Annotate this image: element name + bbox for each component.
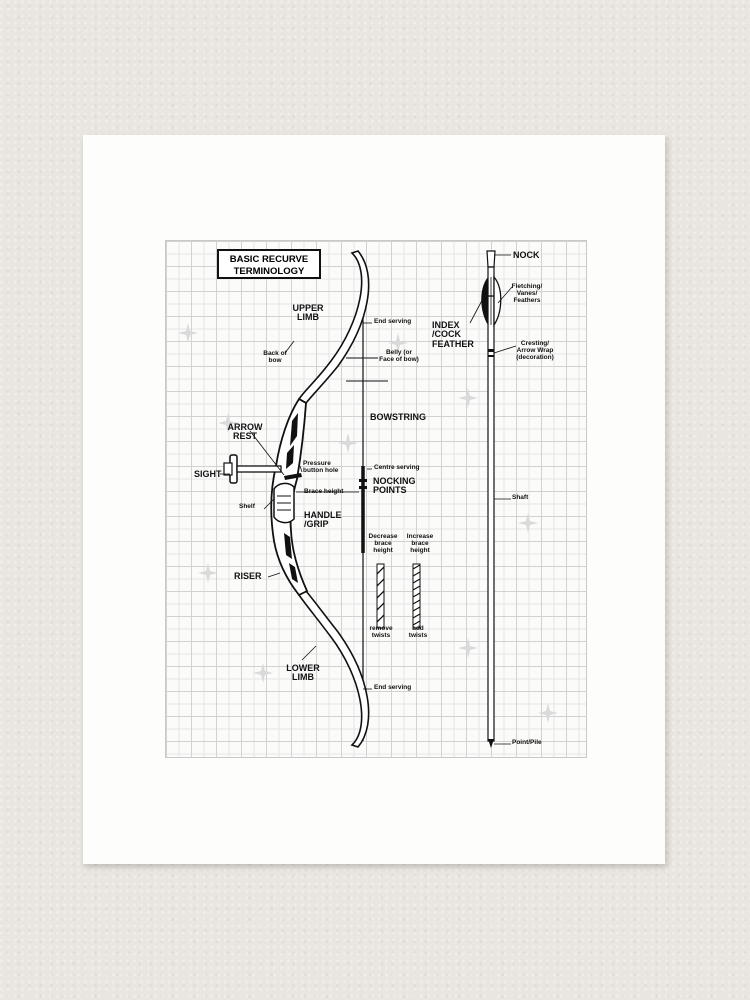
- label-riser: RISER: [234, 571, 262, 581]
- label-cresting: Cresting/ Arrow Wrap (decoration): [516, 340, 554, 361]
- index-feather: [481, 277, 488, 325]
- label-end-serving-bottom: End serving: [374, 684, 412, 691]
- label-remove-twists: remove twists: [369, 625, 393, 639]
- poster-title: BASIC RECURVE TERMINOLOGY: [217, 249, 321, 279]
- label-nocking-points: NOCKING POINTS: [373, 476, 416, 496]
- fletching-feather: [493, 275, 502, 328]
- bow-arrow-drawing: [178, 250, 558, 748]
- label-sight: SIGHT: [194, 469, 222, 479]
- nocking-point-mark: [359, 486, 367, 489]
- nocking-point-mark: [359, 479, 367, 482]
- label-point-pile: Point/Pile: [512, 739, 542, 746]
- label-centre-serving: Centre serving: [374, 464, 420, 471]
- arrow-nock: [486, 250, 496, 268]
- label-handle-grip: HANDLE /GRIP: [304, 510, 342, 530]
- label-increase-brace-height: Increase brace height: [406, 533, 434, 554]
- arrow-rest-shape: [284, 473, 302, 480]
- arrow-shaft: [487, 295, 495, 742]
- leader-lines: [220, 254, 517, 745]
- label-pressure-button-hole: Pressure button hole: [303, 460, 339, 474]
- grid-sparkles: [178, 323, 558, 723]
- label-fletching: Fletching/ Vanes/ Feathers: [511, 283, 543, 304]
- label-decrease-brace-height: Decrease brace height: [368, 533, 398, 554]
- label-index-cock-feather: INDEX /COCK FEATHER: [432, 320, 474, 349]
- label-back-of-bow: Back of bow: [263, 350, 287, 364]
- label-end-serving-top: End serving: [374, 318, 412, 325]
- label-upper-limb: UPPER LIMB: [292, 303, 324, 323]
- label-shaft: Shaft: [512, 494, 529, 501]
- label-bowstring: BOWSTRING: [370, 412, 426, 422]
- label-nock: NOCK: [513, 250, 540, 260]
- add-twists-string: [412, 563, 421, 629]
- arrow-point: [488, 739, 494, 748]
- label-add-twists: add twists: [408, 625, 428, 639]
- label-shelf: Shelf: [239, 503, 255, 510]
- label-brace-height: Brace height: [304, 488, 344, 495]
- label-belly: Belly (or Face of bow): [379, 349, 419, 363]
- recurve-terminology-poster: BASIC RECURVE TERMINOLOGY UPPER LIMB Bac…: [165, 240, 587, 758]
- label-arrow-rest: ARROW REST: [227, 422, 263, 442]
- remove-twists-string: [376, 563, 385, 629]
- cresting-band: [488, 349, 494, 352]
- label-lower-limb: LOWER LIMB: [286, 663, 320, 683]
- sight-bar: [236, 465, 282, 473]
